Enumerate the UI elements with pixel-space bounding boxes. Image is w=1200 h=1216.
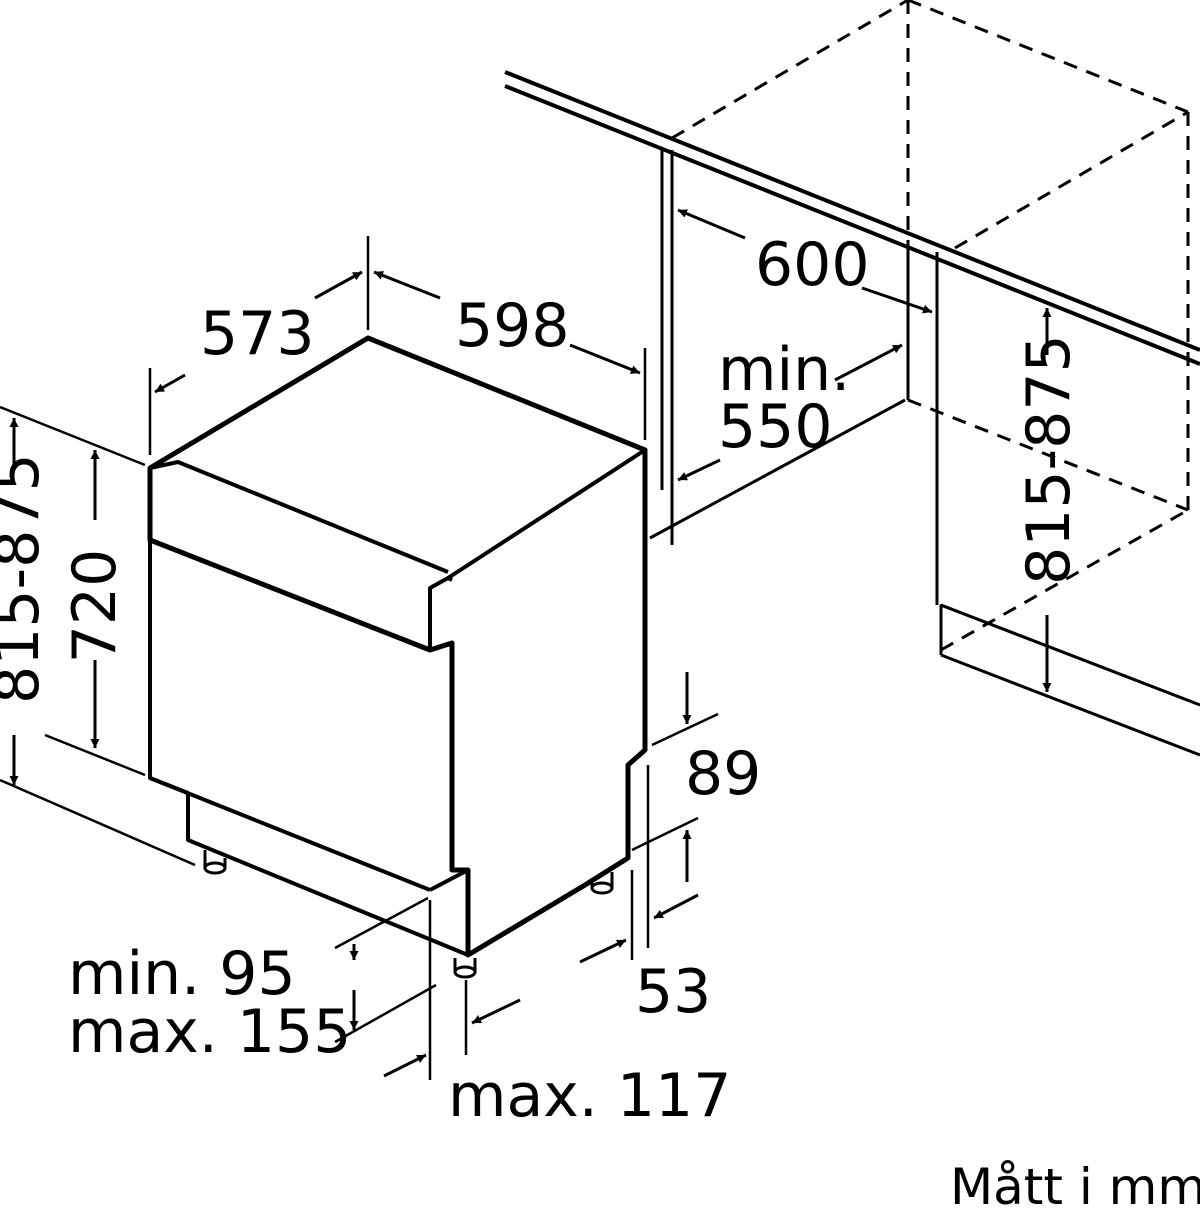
foot-right (590, 872, 614, 895)
dim-117-arrow-a (383, 1053, 427, 1078)
dishwasher-plinth (149, 776, 469, 957)
dim-600-arrow-a (677, 208, 746, 240)
foot-center (453, 958, 477, 979)
dim-117-arrow-b (471, 998, 521, 1025)
dim-label-600: 600 (755, 230, 870, 300)
dim-598-arrow-b (569, 343, 641, 375)
dim-label-max-155: max. 155 (68, 997, 352, 1067)
dim-550-arrow-a (834, 343, 903, 382)
dim-label-max-117: max. 117 (448, 1061, 732, 1131)
dim-label-53: 53 (635, 957, 712, 1027)
dishwasher (147, 335, 648, 979)
worktop (504, 70, 1200, 366)
foot-left (203, 850, 227, 875)
dishwasher-side-panel (428, 448, 647, 650)
units-note: Mått i mm (950, 1158, 1200, 1216)
dim-label-550: 550 (718, 392, 833, 462)
dim-label-573: 573 (200, 299, 315, 369)
dim-label-720: 720 (60, 548, 130, 664)
dim-550-arrow-b (677, 458, 721, 482)
dim-label-598: 598 (455, 291, 570, 361)
dim-598-arrow-a (373, 270, 441, 300)
dishwasher-top-edge (149, 460, 449, 574)
extension-lines (0, 236, 1200, 1080)
dim-label-min-95: min. 95 (68, 939, 296, 1009)
dishwasher-outline (147, 335, 648, 958)
dim-573-arrow-b (314, 270, 363, 300)
dimension-arrows (9, 208, 1052, 1078)
dishwasher-feet (203, 850, 614, 979)
dim-53-arrow-a (579, 938, 627, 964)
dim-573-arrow-a (154, 373, 186, 394)
dim-label-niche-height: 815-875 (1014, 334, 1084, 585)
dim-600-arrow-b (861, 286, 933, 314)
dim-53-arrow-b (653, 893, 699, 920)
hidden-cabinet-outline (671, 0, 1190, 652)
dim-label-min: min. (718, 335, 851, 405)
kitchen-niche (504, 0, 1200, 757)
dim-label-89: 89 (685, 739, 762, 809)
cabinet-left (649, 150, 910, 545)
